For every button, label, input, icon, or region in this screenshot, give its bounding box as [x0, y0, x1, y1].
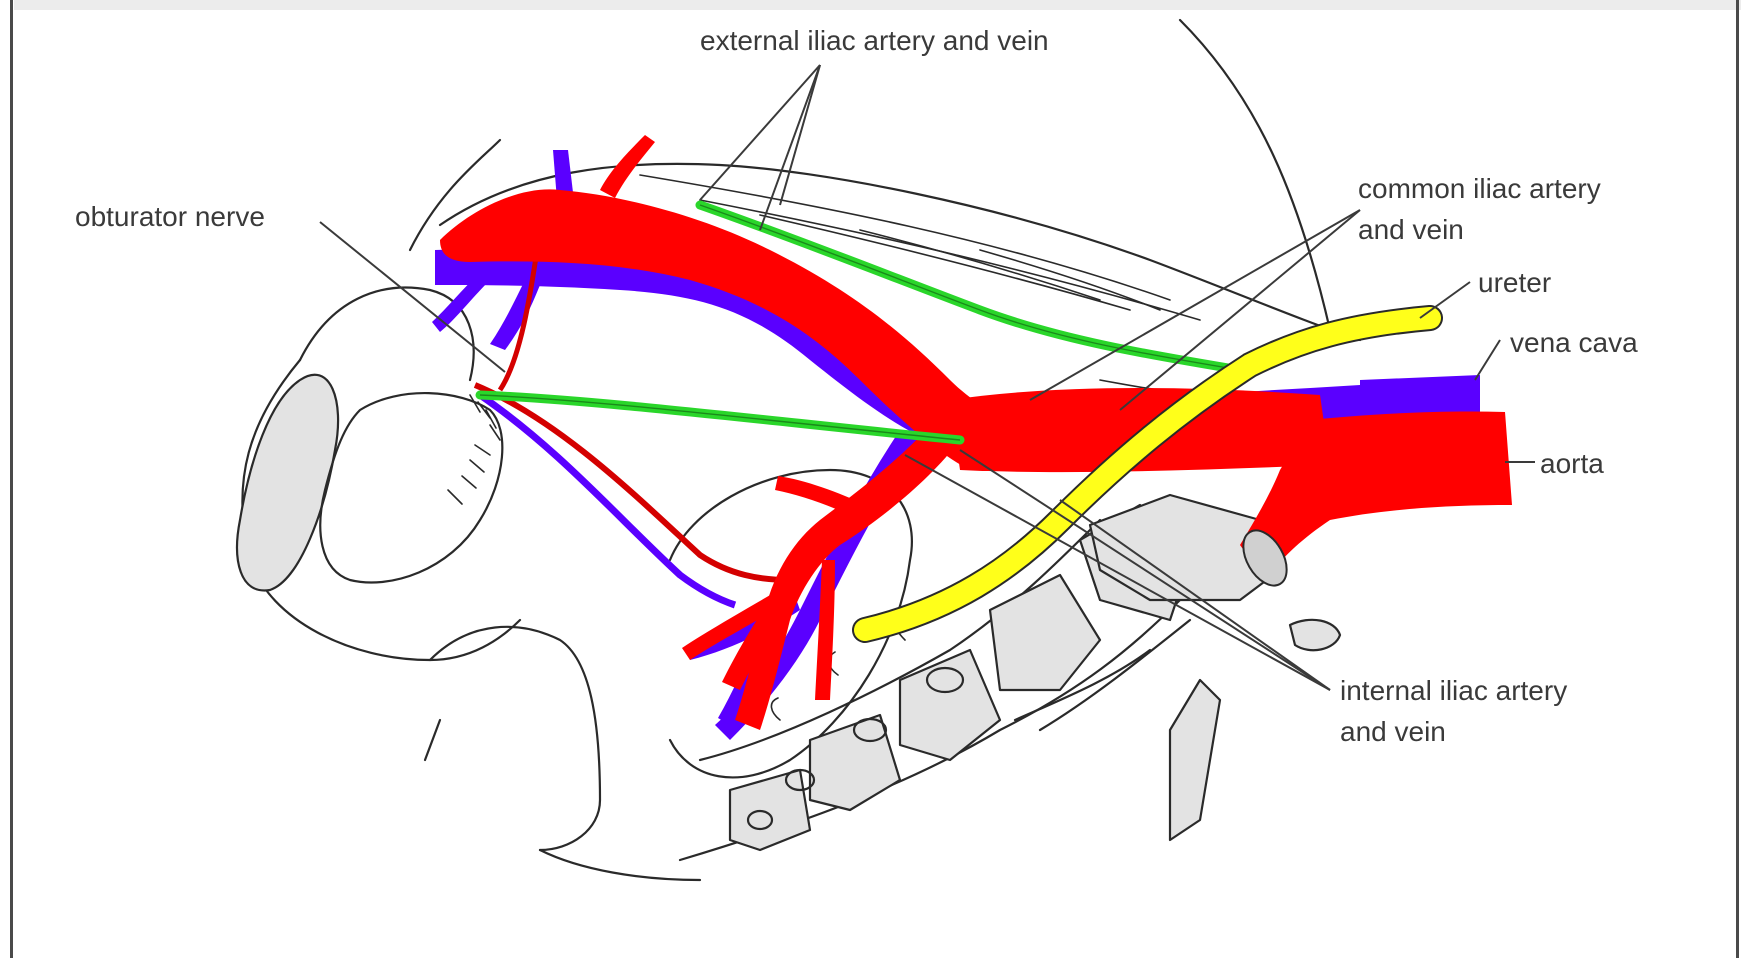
label-obturator-nerve: obturator nerve — [75, 201, 265, 232]
label-internal-iliac-2: and vein — [1340, 716, 1446, 747]
vessels — [432, 135, 1512, 740]
label-ureter: ureter — [1478, 267, 1551, 298]
sacral-body-5 — [730, 770, 810, 850]
label-external-iliac: external iliac artery and vein — [700, 25, 1049, 56]
obturator-vein — [480, 395, 735, 605]
pubic-bone-shading — [237, 375, 338, 591]
label-internal-iliac-1: internal iliac artery — [1340, 675, 1567, 706]
sacral-body-2 — [990, 575, 1100, 690]
small-vertebral-piece — [1290, 620, 1340, 650]
label-common-iliac-1: common iliac artery — [1358, 173, 1601, 204]
sacral-body-3 — [900, 650, 1000, 760]
label-aorta: aorta — [1540, 448, 1604, 479]
label-common-iliac-2: and vein — [1358, 214, 1464, 245]
coccyx — [1170, 680, 1220, 840]
label-vena-cava: vena cava — [1510, 327, 1638, 358]
